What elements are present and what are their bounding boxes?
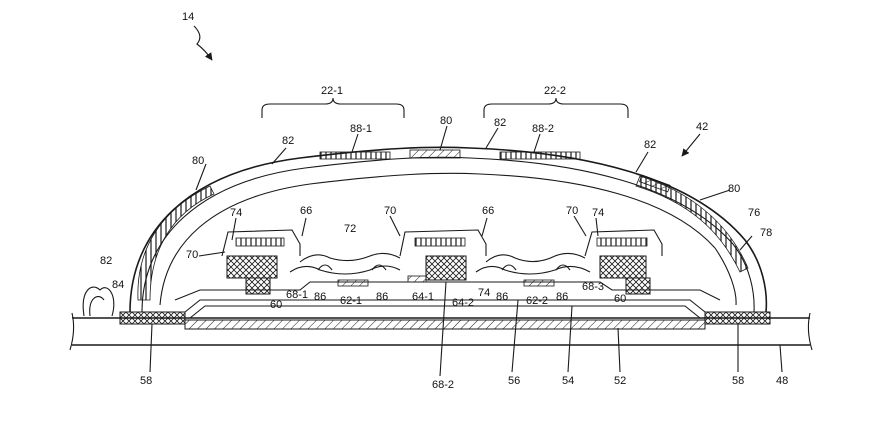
ref-42-arrow: [681, 133, 701, 157]
end-block-58-right: [704, 311, 771, 325]
label-86-a: 86: [314, 291, 326, 303]
label-52: 52: [614, 375, 626, 387]
label-66-b: 66: [482, 205, 494, 217]
label-86-c: 86: [496, 291, 508, 303]
label-62-2: 62-2: [526, 295, 548, 307]
label-68-2: 68-2: [432, 379, 454, 391]
pixel-left: [221, 229, 301, 295]
label-60-a: 60: [270, 299, 282, 311]
bump-82-84: [82, 286, 115, 317]
pad-82-right: [639, 174, 671, 193]
label-68-1: 68-1: [286, 289, 308, 301]
label-82-a: 82: [282, 135, 294, 147]
substrate-48: [69, 312, 813, 351]
ref-14-arrow: [193, 25, 213, 61]
label-62-1: 62-1: [340, 295, 362, 307]
label-72: 72: [344, 223, 356, 235]
label-84: 84: [112, 279, 124, 291]
labels: 22-1 22-2 42 80 82 82 82 88-1 88-2 80 80…: [100, 85, 788, 391]
bump-82-inner: [89, 296, 105, 317]
label-70-b: 70: [566, 205, 578, 217]
electrode-62-1: [337, 279, 369, 287]
label-48: 48: [776, 375, 788, 387]
label-74-a: 74: [230, 207, 242, 219]
dome-encapsulation: [129, 146, 768, 313]
label-54: 54: [562, 375, 574, 387]
label-58-a: 58: [140, 375, 152, 387]
label-64-1: 64-1: [412, 291, 434, 303]
electrode-64-1: [407, 275, 427, 283]
layer-72: [299, 252, 586, 263]
pad-88-2: [499, 151, 581, 160]
label-86-d: 86: [556, 291, 568, 303]
label-80-left: 80: [192, 155, 204, 167]
brace-22-2: [483, 97, 629, 118]
label-82-b: 82: [494, 117, 506, 129]
coating-80-left: [137, 185, 215, 301]
label-58-b: 58: [732, 375, 744, 387]
layer-52: [184, 319, 706, 330]
label-82-left: 82: [100, 255, 112, 267]
label-68-3: 68-3: [582, 281, 604, 293]
coating-80-right: [635, 175, 749, 273]
label-88-1: 88-1: [350, 123, 372, 135]
label-22-1: 22-1: [321, 85, 343, 97]
figure-ref-numeral: 14: [182, 11, 194, 23]
label-88-2: 88-2: [532, 123, 554, 135]
label-80-top: 80: [440, 115, 452, 127]
label-42: 42: [696, 121, 708, 133]
pad-80-top: [409, 149, 461, 159]
layer-72-lower: [289, 265, 591, 275]
label-76: 76: [748, 207, 760, 219]
pad-88-1: [319, 151, 391, 160]
label-60-b: 60: [614, 293, 626, 305]
label-70-a: 70: [384, 205, 396, 217]
stack-left: [174, 281, 721, 301]
label-80-right: 80: [728, 183, 740, 195]
end-block-58-left: [119, 311, 186, 325]
pixel-middle: [399, 229, 487, 281]
label-74-c: 74: [478, 287, 490, 299]
layer-54: [189, 305, 701, 319]
label-78: 78: [760, 227, 772, 239]
bumps-86: [317, 264, 571, 271]
label-56: 56: [508, 375, 520, 387]
label-82-c: 82: [644, 139, 656, 151]
label-86-b: 86: [376, 291, 388, 303]
label-22-2: 22-2: [544, 85, 566, 97]
label-70-c: 70: [186, 249, 198, 261]
electrode-62-2: [523, 279, 555, 287]
label-66-a: 66: [300, 205, 312, 217]
leader-lines: [149, 125, 783, 377]
label-64-2: 64-2: [452, 297, 474, 309]
label-74-b: 74: [592, 207, 604, 219]
brace-22-1: [261, 97, 405, 118]
